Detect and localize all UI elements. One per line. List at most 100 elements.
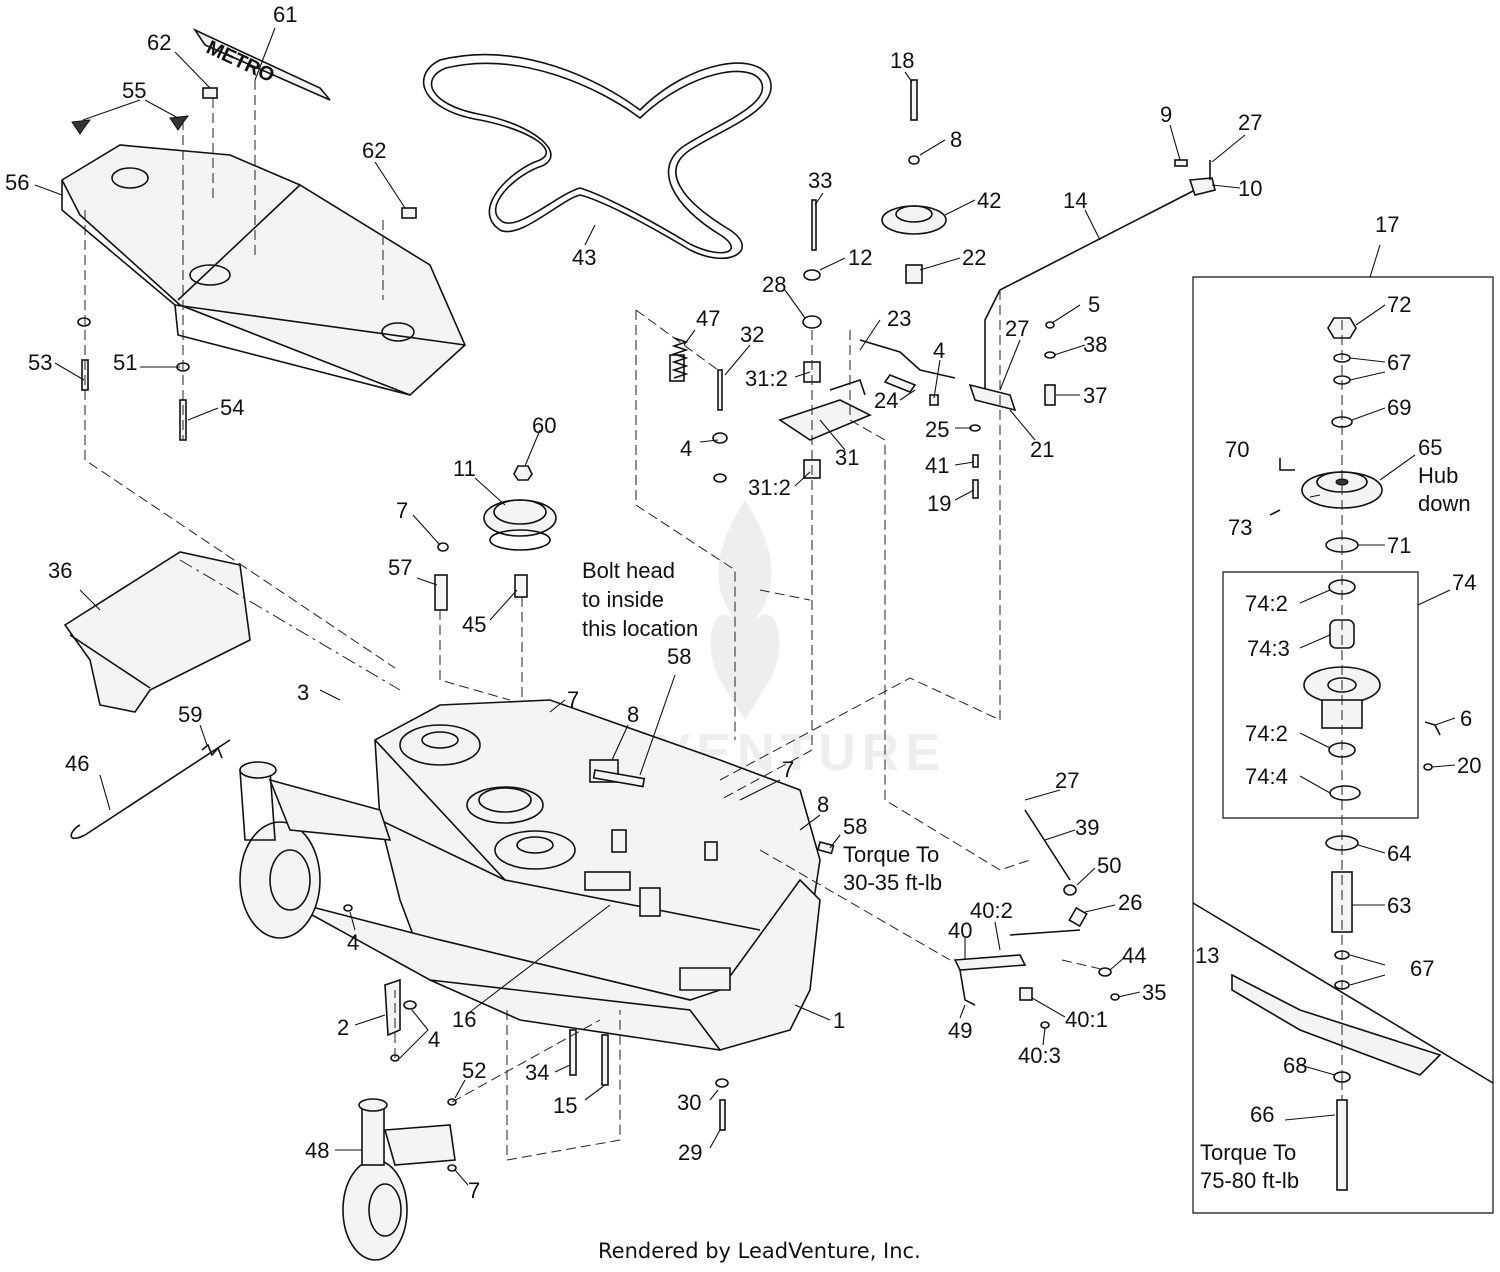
callout-66: 66	[1250, 1102, 1274, 1127]
callout-37: 37	[1083, 383, 1107, 408]
callout-40-1: 40:1	[1065, 1007, 1108, 1032]
callout-21: 21	[1030, 437, 1054, 462]
callout-14: 14	[1063, 188, 1087, 213]
callout-49: 49	[948, 1018, 972, 1043]
callout-58: 58	[667, 644, 691, 669]
callout-24: 24	[874, 388, 898, 413]
note-bolt-line3: this location	[582, 616, 698, 641]
callout-25: 25	[925, 417, 949, 442]
callout-73: 73	[1228, 515, 1252, 540]
callout-18: 18	[890, 48, 914, 73]
callout-13: 13	[1195, 943, 1219, 968]
callout-1: 1	[833, 1008, 845, 1033]
callout-2: 2	[337, 1015, 349, 1040]
callout-41: 41	[925, 453, 949, 478]
callout-53: 53	[28, 350, 52, 375]
callout-74-4: 74:4	[1245, 764, 1288, 789]
callout-8-c: 8	[817, 792, 829, 817]
callout-48: 48	[305, 1138, 329, 1163]
callout-67: 67	[1387, 350, 1411, 375]
belt-43	[422, 53, 772, 260]
callout-58-b: 58	[843, 814, 867, 839]
callout-17: 17	[1375, 212, 1399, 237]
callout-26: 26	[1118, 890, 1142, 915]
callout-22: 22	[962, 245, 986, 270]
callout-28: 28	[762, 272, 786, 297]
note-bolt-line2: to inside	[582, 587, 664, 612]
callout-60: 60	[532, 413, 556, 438]
note-torque2-line2: 75-80 ft-lb	[1200, 1168, 1299, 1193]
note-torque2-line1: Torque To	[1200, 1140, 1296, 1165]
callout-33: 33	[808, 168, 832, 193]
callout-31: 31	[835, 445, 859, 470]
callout-74-3: 74:3	[1247, 636, 1290, 661]
callout-44: 44	[1122, 943, 1146, 968]
callout-72: 72	[1387, 292, 1411, 317]
mower-deck	[63, 465, 835, 1261]
callout-20: 20	[1457, 753, 1481, 778]
callout-7: 7	[396, 498, 408, 523]
callout-8: 8	[950, 127, 962, 152]
callout-labels: 61 62 55 56 62 51 53 54 43 18 8 42 33 12…	[5, 2, 1481, 1203]
callout-6: 6	[1460, 706, 1472, 731]
note-torque1-line1: Torque To	[843, 842, 939, 867]
callout-27: 27	[1238, 110, 1262, 135]
note-bolt-line1: Bolt head	[582, 558, 675, 583]
callout-62: 62	[147, 30, 171, 55]
callout-40: 40	[948, 918, 972, 943]
callout-4: 4	[680, 436, 692, 461]
callout-11: 11	[453, 456, 476, 481]
callout-65: 65	[1418, 435, 1442, 460]
footer-credit: Rendered by LeadVenture, Inc.	[598, 1239, 921, 1263]
callout-40-2: 40:2	[970, 898, 1013, 923]
callout-10: 10	[1238, 176, 1262, 201]
callout-46: 46	[65, 751, 89, 776]
callout-74: 74	[1452, 570, 1476, 595]
callout-74-2: 74:2	[1245, 591, 1288, 616]
clip-62-right	[401, 207, 417, 219]
callout-54: 54	[220, 395, 244, 420]
callout-71: 71	[1387, 533, 1411, 558]
callout-57: 57	[388, 555, 412, 580]
idler-assembly	[669, 79, 1216, 499]
callout-68: 68	[1283, 1053, 1307, 1078]
callout-67-b: 67	[1410, 956, 1434, 981]
callout-63: 63	[1387, 893, 1411, 918]
callout-69: 69	[1387, 395, 1411, 420]
callout-36: 36	[48, 558, 72, 583]
leader-lines	[34, 27, 1456, 1186]
callout-19: 19	[927, 491, 951, 516]
note-hub-line1: Hub	[1418, 463, 1458, 488]
callout-39: 39	[1075, 815, 1099, 840]
callout-51: 51	[113, 350, 137, 375]
callout-32: 32	[740, 322, 764, 347]
callout-4-c: 4	[347, 930, 359, 955]
callout-27-b: 27	[1005, 316, 1029, 341]
callout-62-b: 62	[362, 138, 386, 163]
callout-7-b: 7	[567, 687, 579, 712]
note-hub-line2: down	[1418, 491, 1471, 516]
callout-35: 35	[1142, 980, 1166, 1005]
callout-9: 9	[1160, 102, 1172, 127]
callout-52: 52	[462, 1058, 486, 1083]
callout-8-b: 8	[627, 702, 639, 727]
callout-31-2-b: 31:2	[748, 475, 791, 500]
callout-55: 55	[122, 78, 146, 103]
callout-27-c: 27	[1055, 768, 1079, 793]
note-torque1-line2: 30-35 ft-lb	[843, 870, 942, 895]
callout-7-d: 7	[468, 1178, 480, 1203]
callout-4-b: 4	[933, 338, 945, 363]
callout-45: 45	[462, 612, 486, 637]
callout-42: 42	[977, 188, 1001, 213]
callout-34: 34	[525, 1060, 549, 1085]
callout-70: 70	[1225, 437, 1249, 462]
callout-50: 50	[1097, 853, 1121, 878]
callout-56: 56	[5, 170, 29, 195]
callout-31-2: 31:2	[745, 366, 788, 391]
callout-47: 47	[696, 306, 720, 331]
callout-64: 64	[1387, 841, 1411, 866]
metro-logo-text: METRO	[203, 37, 278, 87]
callout-4-d: 4	[428, 1027, 440, 1052]
clip-62-top	[202, 87, 218, 99]
